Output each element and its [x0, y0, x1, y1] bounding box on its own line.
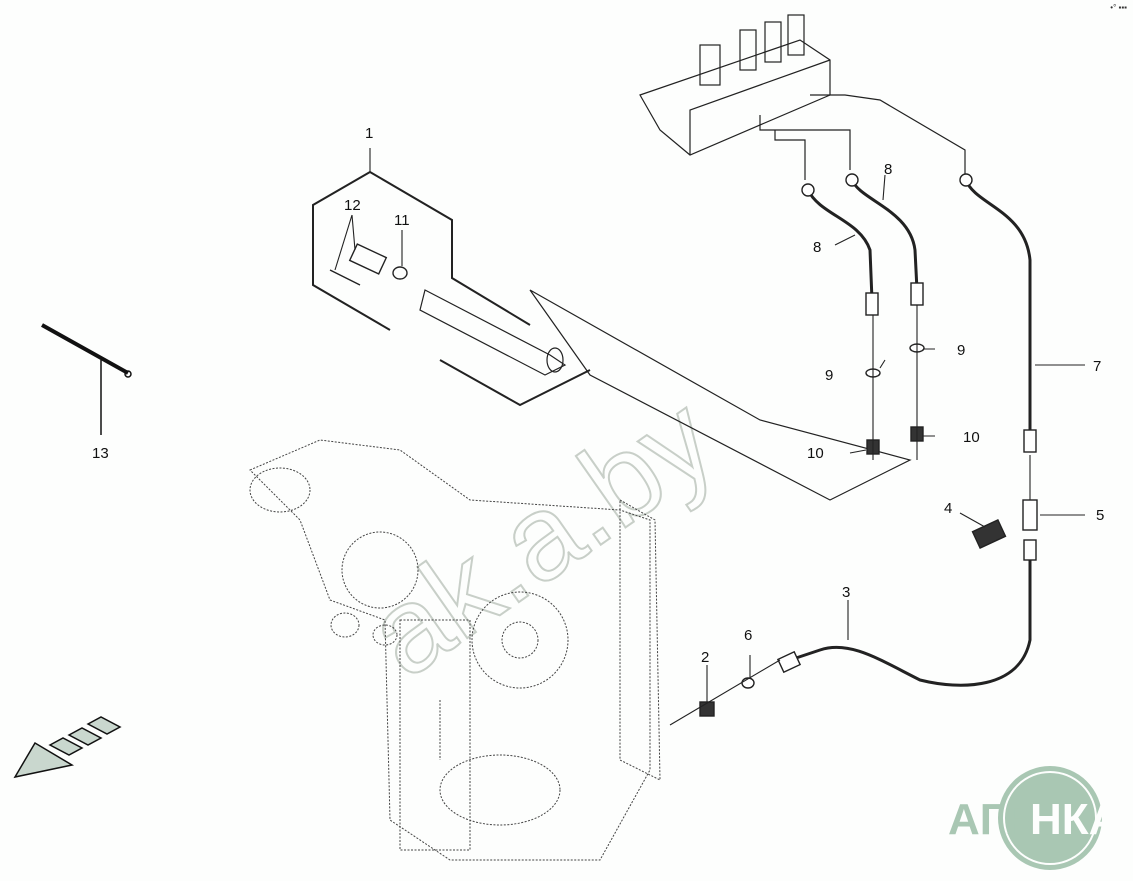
mounting-plate	[529, 289, 912, 501]
leader-lines	[334, 148, 1085, 726]
assembly-outline	[312, 171, 591, 407]
callout-4: 4	[944, 500, 952, 517]
pipes	[789, 179, 1032, 687]
watermark: ak.a.by	[343, 370, 739, 704]
logo-text-left: АГРО	[948, 795, 1068, 844]
fittings	[699, 173, 1038, 717]
callout-6: 6	[744, 627, 752, 644]
callout-8a: 8	[813, 239, 821, 256]
callout-3: 3	[842, 584, 850, 601]
callout-10b: 10	[963, 429, 980, 446]
callout-8b: 8	[884, 161, 892, 178]
callout-9a: 9	[825, 367, 833, 384]
callout-11: 11	[394, 212, 410, 229]
callout-9b: 9	[957, 342, 965, 359]
agronka-logo: АГРО НКА	[948, 766, 1120, 870]
logo-text-right: НКА	[1030, 795, 1120, 844]
callout-1: 1	[365, 125, 373, 142]
callout-13: 13	[92, 445, 109, 462]
part-13-rod	[41, 323, 132, 435]
corner-mark: •° ▪▪▪	[1110, 3, 1127, 12]
callout-labels: 1 2 3 4 5 6 7 8 8 9 9 10 10 11 12 13	[92, 125, 1104, 666]
callout-12: 12	[344, 197, 361, 214]
hydraulic-cylinder	[419, 289, 567, 376]
callout-7: 7	[1093, 358, 1101, 375]
svg-text:ak.a.by: ak.a.by	[344, 371, 738, 703]
direction-arrow-icon	[13, 716, 122, 779]
valve-block	[639, 14, 966, 180]
clevis-and-pin	[329, 243, 408, 286]
callout-2: 2	[701, 649, 709, 666]
machine-frame	[249, 439, 661, 861]
callout-5: 5	[1096, 507, 1104, 524]
callout-10a: 10	[807, 445, 824, 462]
